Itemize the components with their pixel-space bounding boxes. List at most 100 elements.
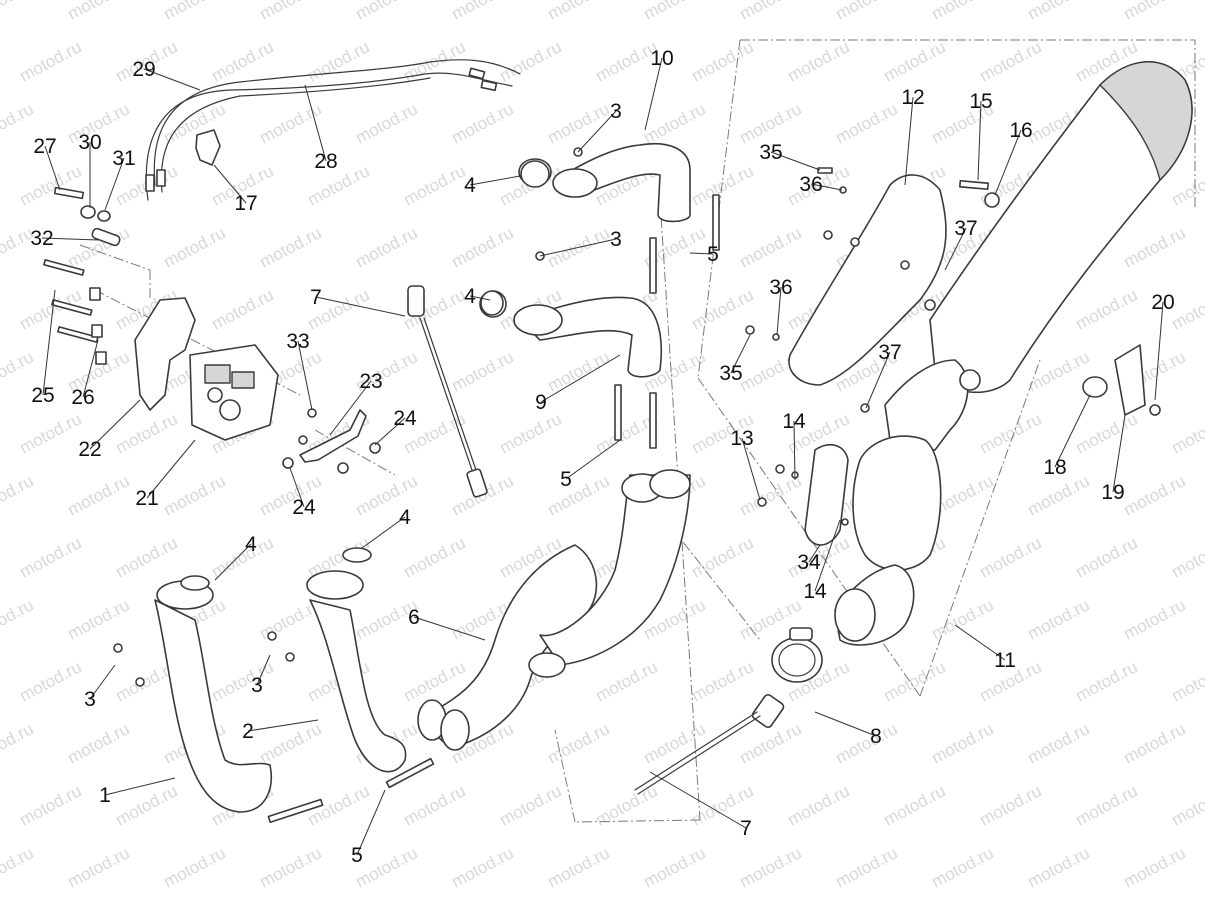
watermark-text: motod.ru	[976, 781, 1044, 829]
watermark-text: motod.ru	[448, 347, 516, 395]
part-callout: 8	[870, 725, 882, 748]
leader-line	[143, 68, 201, 91]
leader-line	[89, 664, 116, 700]
watermark-text: motod.ru	[1168, 533, 1205, 581]
watermark-text: motod.ru	[1072, 657, 1140, 705]
leader-line	[329, 380, 372, 436]
watermark-text: motod.ru	[1120, 223, 1188, 271]
part-callout: 7	[740, 817, 752, 840]
part-callout: 14	[782, 410, 806, 433]
watermark-text: motod.ru	[1120, 0, 1188, 24]
watermark-text: motod.ru	[832, 99, 900, 147]
watermark-text: motod.ru	[544, 843, 612, 891]
watermark-text: motod.ru	[256, 99, 324, 147]
part-callout: 6	[408, 606, 420, 629]
part-callout: 35	[719, 362, 742, 385]
watermark-text: motod.ru	[64, 719, 132, 767]
leader-line	[954, 624, 1006, 661]
watermark-text: motod.ru	[0, 719, 37, 767]
part-callout: 24	[292, 496, 316, 519]
watermark-text: motod.ru	[160, 223, 228, 271]
part-callout: 22	[78, 438, 101, 461]
part-callout: 29	[132, 58, 155, 81]
watermark-text: motod.ru	[976, 409, 1044, 457]
watermark-text: motod.ru	[160, 0, 228, 24]
part-callout: 3	[84, 688, 96, 711]
part-callout: 2	[242, 720, 254, 743]
watermark-text: motod.ru	[976, 533, 1044, 581]
watermark-text: motod.ru	[112, 533, 180, 581]
watermark-text: motod.ru	[256, 719, 324, 767]
watermark-text: motod.ru	[1120, 595, 1188, 643]
leader-line	[904, 96, 914, 186]
watermark-text: motod.ru	[640, 719, 708, 767]
watermark-text: motod.ru	[688, 533, 756, 581]
part-callout: 30	[78, 131, 101, 154]
watermark-text: motod.ru	[256, 843, 324, 891]
leader-line	[810, 183, 843, 191]
rear-header-pipes	[479, 143, 691, 378]
part-callout: 33	[286, 330, 309, 353]
leader-line	[256, 654, 271, 686]
part-callout: 20	[1151, 291, 1174, 314]
part-callout: 37	[954, 217, 977, 240]
watermark-text: motod.ru	[736, 223, 804, 271]
leader-line	[577, 110, 617, 153]
watermark-text: motod.ru	[0, 843, 37, 891]
watermark-text: motod.ru	[400, 533, 468, 581]
watermark-text: motod.ru	[0, 595, 37, 643]
watermark-text: motod.ru	[640, 0, 708, 24]
leader-line	[539, 238, 617, 257]
watermark-text: motod.ru	[544, 719, 612, 767]
part-callout: 19	[1101, 481, 1124, 504]
watermark-text: motod.ru	[400, 781, 468, 829]
watermark-text: motod.ru	[544, 347, 612, 395]
leader-line	[1112, 414, 1126, 493]
exhaust-collector	[417, 469, 691, 751]
leader-line	[770, 151, 821, 171]
leader-line	[944, 227, 967, 271]
cable-assembly	[145, 59, 521, 201]
part-callout: 5	[560, 468, 572, 491]
part-callout: 23	[359, 370, 382, 393]
leader-lines	[41, 57, 1164, 856]
leader-line	[649, 771, 747, 829]
leader-line	[741, 437, 761, 501]
leader-line	[44, 145, 61, 191]
part-callout: 36	[769, 276, 792, 299]
part-callout: 18	[1043, 456, 1066, 479]
watermark-text: motod.ru	[16, 37, 84, 85]
leader-line	[540, 354, 621, 403]
leader-line	[413, 616, 486, 641]
part-callout: 3	[251, 674, 263, 697]
watermark-text: motod.ru	[352, 0, 420, 24]
leader-line	[865, 351, 891, 409]
small-bracket	[282, 408, 381, 474]
watermark-text: motod.ru	[0, 99, 37, 147]
part-callout: 26	[71, 386, 94, 409]
watermark-text: motod.ru	[1168, 161, 1205, 209]
leader-line	[994, 129, 1022, 196]
watermark-text: motod.ru	[1120, 719, 1188, 767]
watermark-text: motod.ru	[16, 657, 84, 705]
watermark-text: motod.ru	[16, 533, 84, 581]
watermark-text: motod.ru	[1024, 719, 1092, 767]
leader-line	[297, 340, 313, 411]
watermark-text: motod.ru	[880, 781, 948, 829]
header-nuts	[113, 631, 295, 687]
callout-labels: 1233334444555677891011121314141516171819…	[30, 47, 1174, 867]
leader-line	[814, 711, 877, 737]
watermark-text: motod.ru	[688, 657, 756, 705]
watermark-text: motod.ru	[16, 409, 84, 457]
watermark-text: motod.ru	[208, 285, 276, 333]
part-callout: 11	[994, 649, 1016, 672]
watermark-text: motod.ru	[1168, 657, 1205, 705]
watermark-text: motod.ru	[832, 0, 900, 24]
watermark-text: motod.ru	[496, 409, 564, 457]
watermark-text: motod.ru	[448, 99, 516, 147]
part-callout: 13	[730, 427, 753, 450]
watermark-text: motod.ru	[1072, 781, 1140, 829]
part-callout: 31	[112, 147, 135, 170]
part-callout: 3	[610, 228, 622, 251]
watermark-text: motod.ru	[112, 781, 180, 829]
